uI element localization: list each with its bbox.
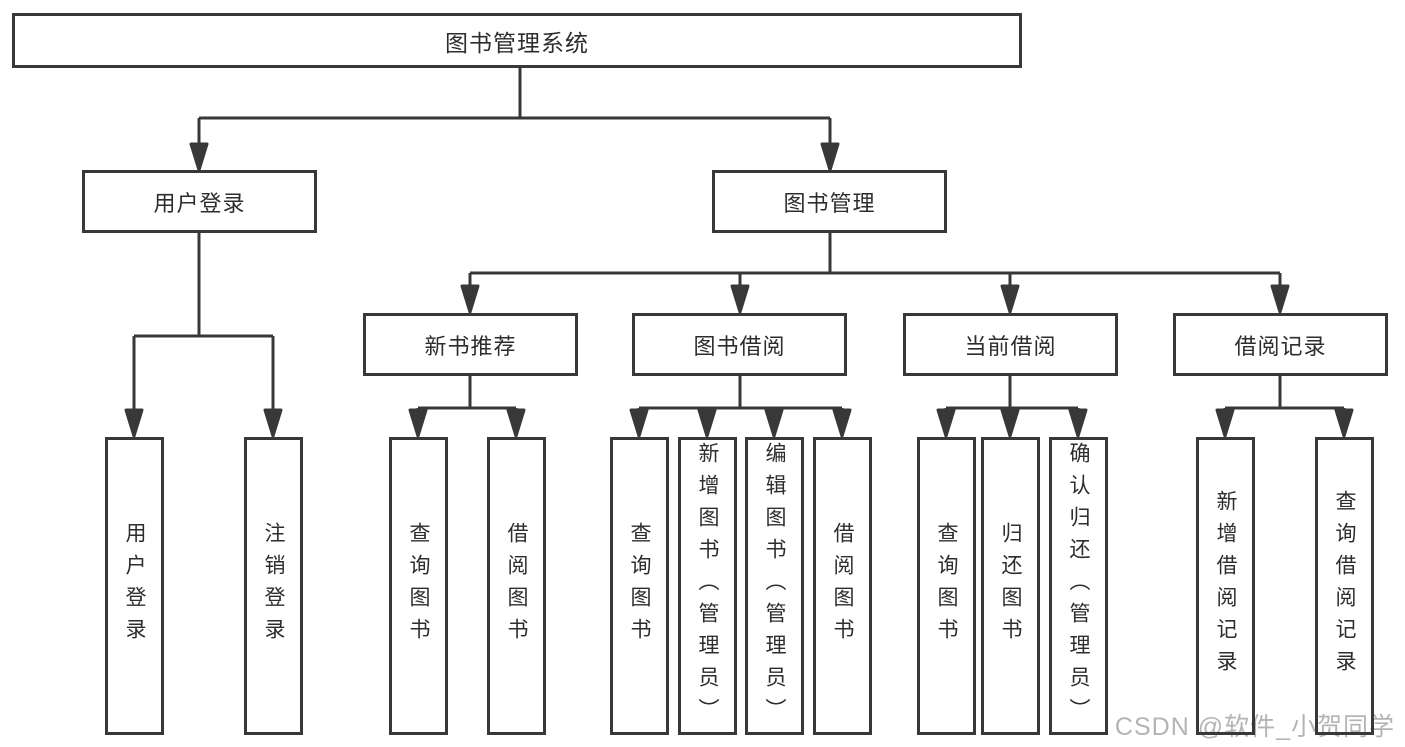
leaf-add-borrow-record: 新增借阅记录 bbox=[1196, 437, 1255, 735]
leaf-label: 归还图书 bbox=[999, 522, 1022, 650]
leaf-edit-books-admin: 编辑图书（管理员） bbox=[745, 437, 804, 735]
node-label: 图书管理系统 bbox=[445, 29, 589, 56]
leaf-borrow-books: 借阅图书 bbox=[813, 437, 872, 735]
leaf-add-books-admin: 新增图书（管理员） bbox=[678, 437, 737, 735]
leaf-label: 用户登录 bbox=[123, 522, 146, 650]
csdn-watermark: CSDN @软件_小贺同学 bbox=[1114, 713, 1395, 741]
leaf-label: 查询借阅记录 bbox=[1333, 490, 1356, 682]
node-label: 借阅记录 bbox=[1234, 333, 1327, 359]
leaf-confirm-return-admin: 确认归还（管理员） bbox=[1049, 437, 1108, 735]
node-user-login: 用户登录 bbox=[82, 170, 317, 233]
leaf-label: 新增图书（管理员） bbox=[696, 442, 719, 730]
leaf-label: 编辑图书（管理员） bbox=[763, 442, 786, 730]
leaf-return-books: 归还图书 bbox=[981, 437, 1040, 735]
leaf-label: 注销登录 bbox=[262, 522, 285, 650]
edge-current-borrow-to-leaves bbox=[936, 376, 1088, 438]
leaf-user-login: 用户登录 bbox=[105, 437, 164, 735]
node-new-book-recommend: 新书推荐 bbox=[363, 313, 578, 376]
leaf-label: 查询图书 bbox=[628, 522, 651, 650]
node-book-management: 图书管理 bbox=[712, 170, 947, 233]
node-book-borrow: 图书借阅 bbox=[632, 313, 847, 376]
edge-new-book-recommend-to-leaves bbox=[408, 376, 526, 438]
node-label: 当前借阅 bbox=[964, 333, 1057, 359]
leaf-logout: 注销登录 bbox=[244, 437, 303, 735]
node-label: 图书借阅 bbox=[693, 333, 786, 359]
node-library-management-system: 图书管理系统 bbox=[12, 13, 1022, 68]
leaf-query-books-recommend: 查询图书 bbox=[389, 437, 448, 735]
edge-borrow-records-to-leaves bbox=[1215, 376, 1354, 438]
node-current-borrow: 当前借阅 bbox=[903, 313, 1118, 376]
leaf-borrow-books-recommend: 借阅图书 bbox=[487, 437, 546, 735]
node-label: 新书推荐 bbox=[424, 333, 517, 359]
leaf-label: 借阅图书 bbox=[505, 522, 528, 650]
leaf-query-borrow-record: 查询借阅记录 bbox=[1315, 437, 1374, 735]
leaf-label: 新增借阅记录 bbox=[1214, 490, 1237, 682]
leaf-label: 借阅图书 bbox=[831, 522, 854, 650]
edge-user-login-to-leaves bbox=[124, 233, 283, 438]
leaf-label: 确认归还（管理员） bbox=[1067, 442, 1090, 730]
leaf-query-books-current: 查询图书 bbox=[917, 437, 976, 735]
leaf-label: 查询图书 bbox=[935, 522, 958, 650]
edge-book-management-to-groups bbox=[460, 233, 1290, 314]
node-label: 图书管理 bbox=[783, 190, 876, 216]
edge-book-borrow-to-leaves bbox=[629, 376, 852, 438]
leaf-query-books-borrow: 查询图书 bbox=[610, 437, 669, 735]
leaf-label: 查询图书 bbox=[407, 522, 430, 650]
edge-root-to-level2 bbox=[189, 68, 840, 172]
node-label: 用户登录 bbox=[153, 190, 246, 216]
node-borrow-records: 借阅记录 bbox=[1173, 313, 1388, 376]
